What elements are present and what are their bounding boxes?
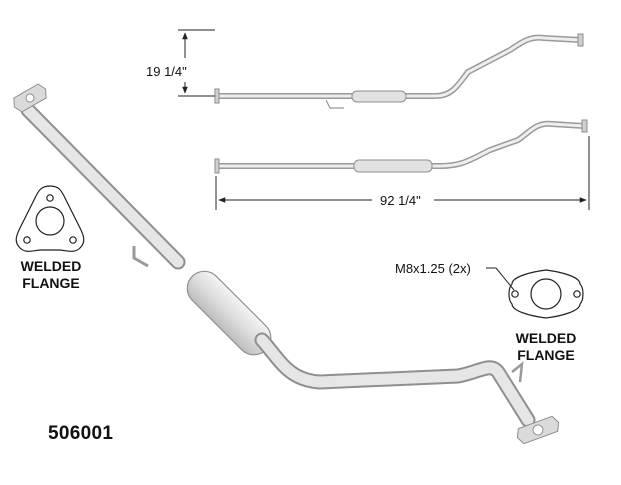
left-flange-line1: WELDED [20,258,82,274]
main-pipe [13,83,560,445]
thread-leader [486,267,515,291]
dimension-height [178,29,215,97]
thread-spec-label: M8x1.25 (2x) [395,261,471,276]
part-number: 506001 [48,423,114,444]
right-flange-label: WELDED FLANGE [510,330,582,364]
right-flange-line2: FLANGE [517,347,575,363]
side-view-bottom [214,119,588,174]
left-flange-line2: FLANGE [22,275,80,291]
left-flange-icon [15,185,85,252]
side-view-top [214,33,584,109]
length-dimension-label: 92 1/4" [380,193,421,208]
dimension-length [215,136,590,210]
height-dimension-label: 19 1/4" [146,64,187,79]
left-flange-label: WELDED FLANGE [16,258,86,292]
right-flange-line1: WELDED [515,330,577,346]
right-flange-icon [508,269,584,319]
